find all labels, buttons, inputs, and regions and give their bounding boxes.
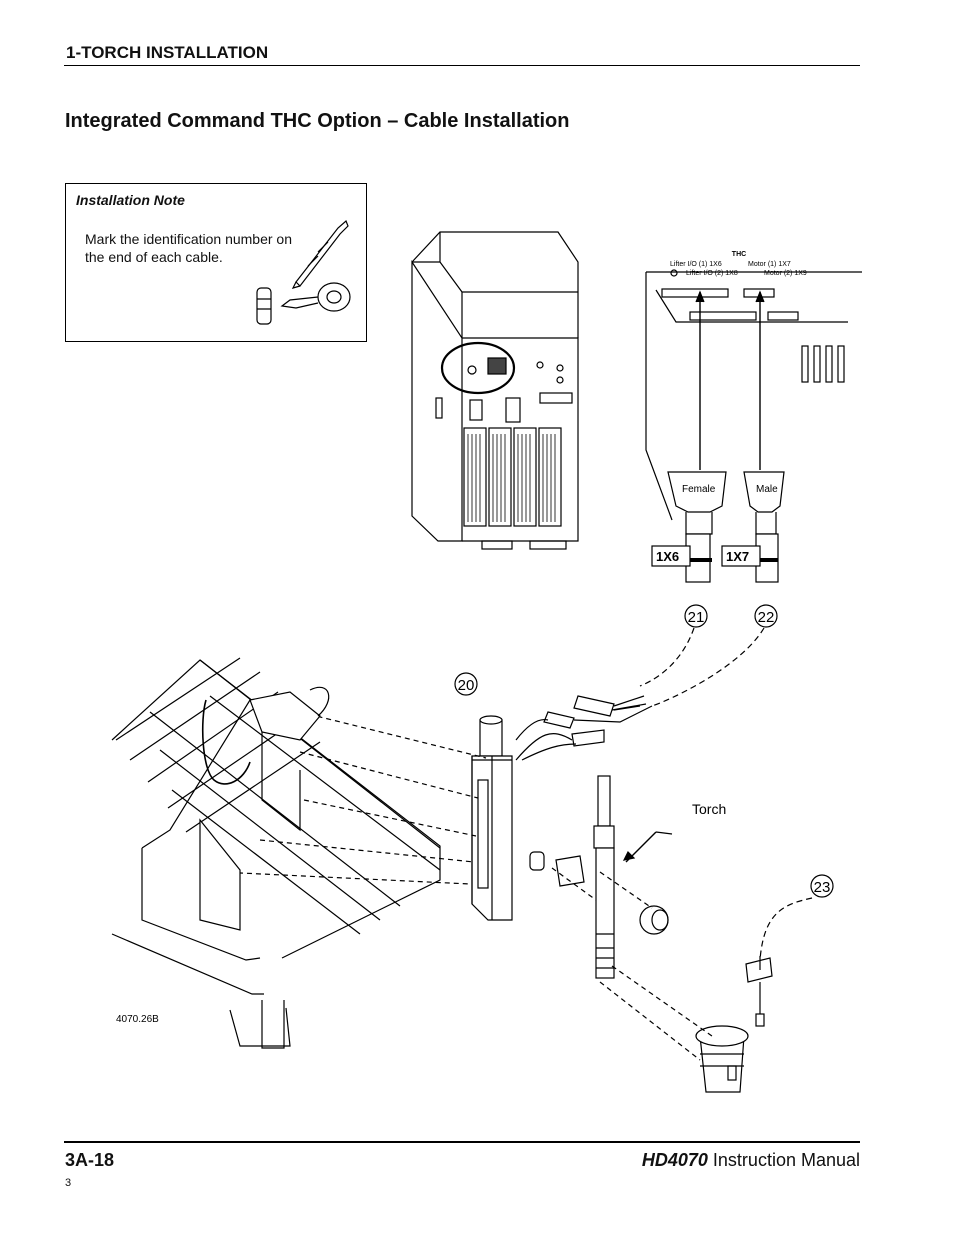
callout-21: 21 [688, 609, 705, 626]
callout-22: 22 [758, 609, 775, 626]
cable-tag-1x6 [651, 545, 691, 567]
lifter-2-label: Lifter I/O (2) 1X8 [686, 270, 738, 277]
motor-2-label: Motor (2) 1X9 [764, 270, 807, 277]
header-rule [64, 65, 860, 66]
installation-note-box: Installation Note Mark the identificatio… [65, 183, 367, 342]
tape-roll-icon [256, 282, 351, 325]
callout-23: 23 [814, 879, 831, 896]
lifter-1-label: Lifter I/O (1) 1X6 [670, 261, 722, 268]
manual-label: Instruction Manual [707, 1150, 860, 1170]
manual-title: HD4070 Instruction Manual [642, 1150, 860, 1171]
page-title: Integrated Command THC Option – Cable In… [65, 110, 570, 132]
footer-small-number: 3 [65, 1177, 72, 1189]
page-number: 3A-18 [65, 1150, 115, 1170]
cable-tag-1x7 [721, 545, 761, 567]
power-supply-drawing [411, 231, 579, 550]
callout-20-circle [454, 672, 478, 696]
thc-label: THC [732, 251, 746, 258]
torch-drawing [593, 775, 615, 979]
female-label: Female [682, 484, 716, 495]
note-text: Mark the identification number on the en… [85, 231, 292, 265]
figure-id: 4070.26B [116, 1014, 159, 1025]
callout-22-circle [754, 604, 778, 628]
cutting-table-drawing [111, 657, 441, 1049]
tag-1x6-text: 1X6 [656, 549, 679, 564]
footer-rule [64, 1141, 860, 1143]
female-connector [667, 471, 727, 583]
cable-set [515, 695, 653, 761]
model-name: HD4070 [641, 1150, 708, 1170]
callout-23-circle [810, 874, 834, 898]
marker-pen-icon [291, 219, 349, 289]
callout-21-circle [684, 604, 708, 628]
callout-20: 20 [458, 677, 475, 694]
male-connector [743, 471, 785, 583]
torch-label: Torch [692, 801, 726, 817]
note-heading: Installation Note [76, 192, 185, 208]
retaining-cap-drawing [695, 1025, 749, 1093]
tag-1x7-text: 1X7 [726, 549, 749, 564]
lifter-assembly [471, 715, 513, 921]
male-label: Male [756, 484, 778, 495]
motor-1-label: Motor (1) 1X7 [748, 261, 791, 268]
section-title: 1-TORCH INSTALLATION [66, 43, 269, 62]
highlight-circle [440, 341, 516, 395]
